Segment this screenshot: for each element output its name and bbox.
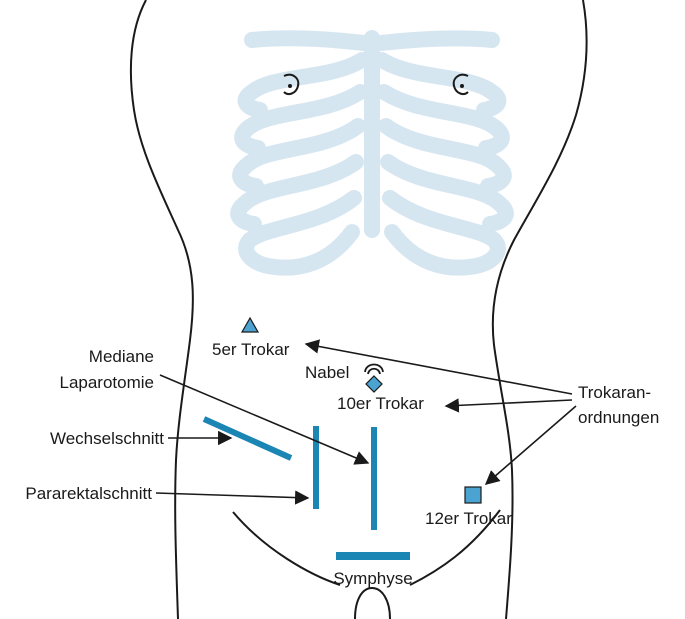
left-rib-5 [238, 190, 362, 276]
arrow-trokar5 [304, 339, 573, 395]
label-symphyse: Symphyse [333, 569, 412, 588]
label-trokar12: 12er Trokar [425, 509, 512, 528]
wechselschnitt-incision [202, 416, 293, 461]
right-rib-5 [382, 190, 506, 276]
right-rib-2 [376, 84, 510, 156]
navel-icon [364, 363, 384, 375]
ribcage [230, 30, 514, 276]
label-mediane-line1: Mediane [89, 347, 154, 366]
label-wechselschnitt: Wechselschnitt [50, 429, 164, 448]
nipple-left-icon [283, 73, 300, 95]
arrow-trokar12 [484, 405, 577, 485]
label-mediane-line2: Laparotomie [59, 373, 154, 392]
label-nabel: Nabel [305, 363, 349, 382]
right-rib-3 [378, 118, 512, 194]
arrow-trokar10 [444, 398, 573, 413]
trokar5-triangle-icon [240, 316, 260, 333]
label-trokar10: 10er Trokar [337, 394, 424, 413]
left-rib-2 [234, 84, 368, 156]
incisions [202, 416, 377, 530]
label-trokaranordnungen-line2: ordnungen [578, 408, 659, 427]
right-groin-line [409, 509, 501, 586]
right-clavicle [364, 30, 500, 52]
torso-right-edge [491, 0, 588, 619]
label-trokaranordnungen-line1: Trokaran- [578, 383, 651, 402]
arrow-pararektal [155, 490, 310, 505]
right-rib-4 [380, 154, 514, 232]
right-rib-1 [374, 52, 507, 118]
torso-outline [129, 0, 588, 619]
trokar10-diamond-icon [365, 375, 383, 393]
torso-left-edge [129, 0, 194, 619]
arrow-mediane [159, 374, 370, 465]
annotation-arrows [155, 339, 577, 505]
genital-outline [354, 586, 391, 619]
left-groin-line [232, 511, 341, 586]
left-rib-1 [237, 52, 370, 118]
left-rib-3 [232, 118, 366, 194]
trokar12-square-icon [464, 486, 482, 504]
nipple-right-icon [452, 73, 469, 95]
label-trokar5: 5er Trokar [212, 340, 290, 359]
left-rib-4 [230, 154, 364, 232]
symphyse-marker [336, 552, 410, 560]
label-pararektalschnitt: Pararektalschnitt [25, 484, 152, 503]
left-clavicle [244, 30, 380, 52]
